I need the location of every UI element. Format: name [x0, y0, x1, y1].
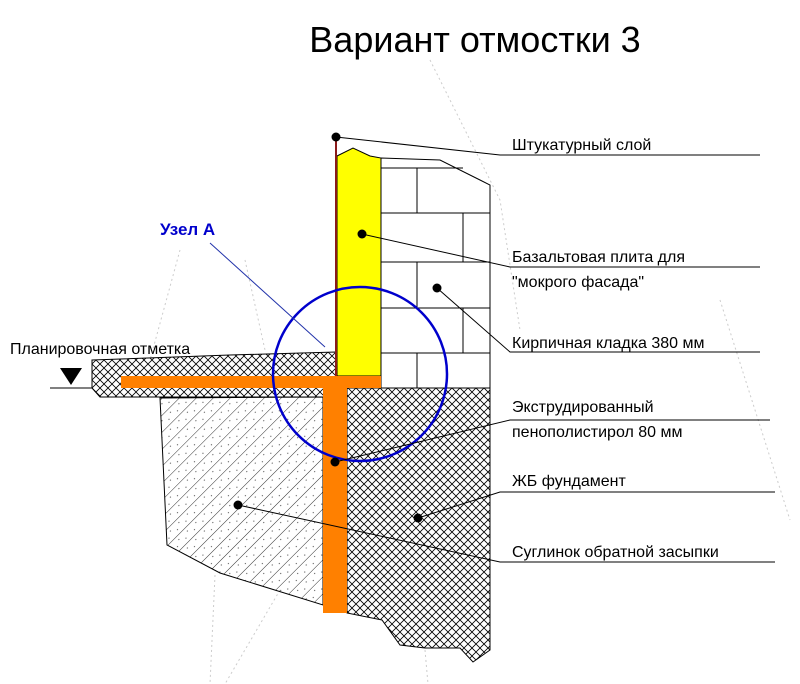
brick-masonry	[380, 157, 491, 389]
leader-dots	[233, 132, 442, 523]
xps-vertical	[323, 388, 347, 613]
basalt-insulation	[336, 147, 382, 377]
diagram-title: Вариант отмостки 3	[309, 19, 640, 60]
node-a-circle	[271, 285, 449, 463]
callout-xps-1: Экструдированный	[512, 399, 654, 416]
callout-plaster: Штукатурный слой	[512, 137, 651, 154]
callout-basalt-1: Базальтовая плита для	[512, 249, 685, 266]
leader-lines	[237, 136, 775, 563]
paving-layer	[91, 351, 337, 398]
callout-basalt-2: "мокрого фасада"	[512, 274, 644, 291]
callout-brick: Кирпичная кладка 380 мм	[512, 335, 705, 352]
backfill-soil	[159, 396, 324, 606]
xps-horizontal	[121, 376, 381, 388]
callout-xps-2: пенополистирол 80 мм	[512, 424, 683, 441]
concrete-foundation	[346, 387, 491, 663]
grade-triangle-icon	[60, 368, 82, 385]
callout-soil: Суглинок обратной засыпки	[512, 544, 719, 561]
grade-label: Планировочная отметка	[10, 341, 190, 358]
grade-marker: Планировочная отметка	[10, 341, 190, 389]
construction-lines	[149, 59, 791, 684]
node-a-label: Узел А	[160, 220, 215, 239]
callout-foundation: ЖБ фундамент	[512, 473, 627, 490]
